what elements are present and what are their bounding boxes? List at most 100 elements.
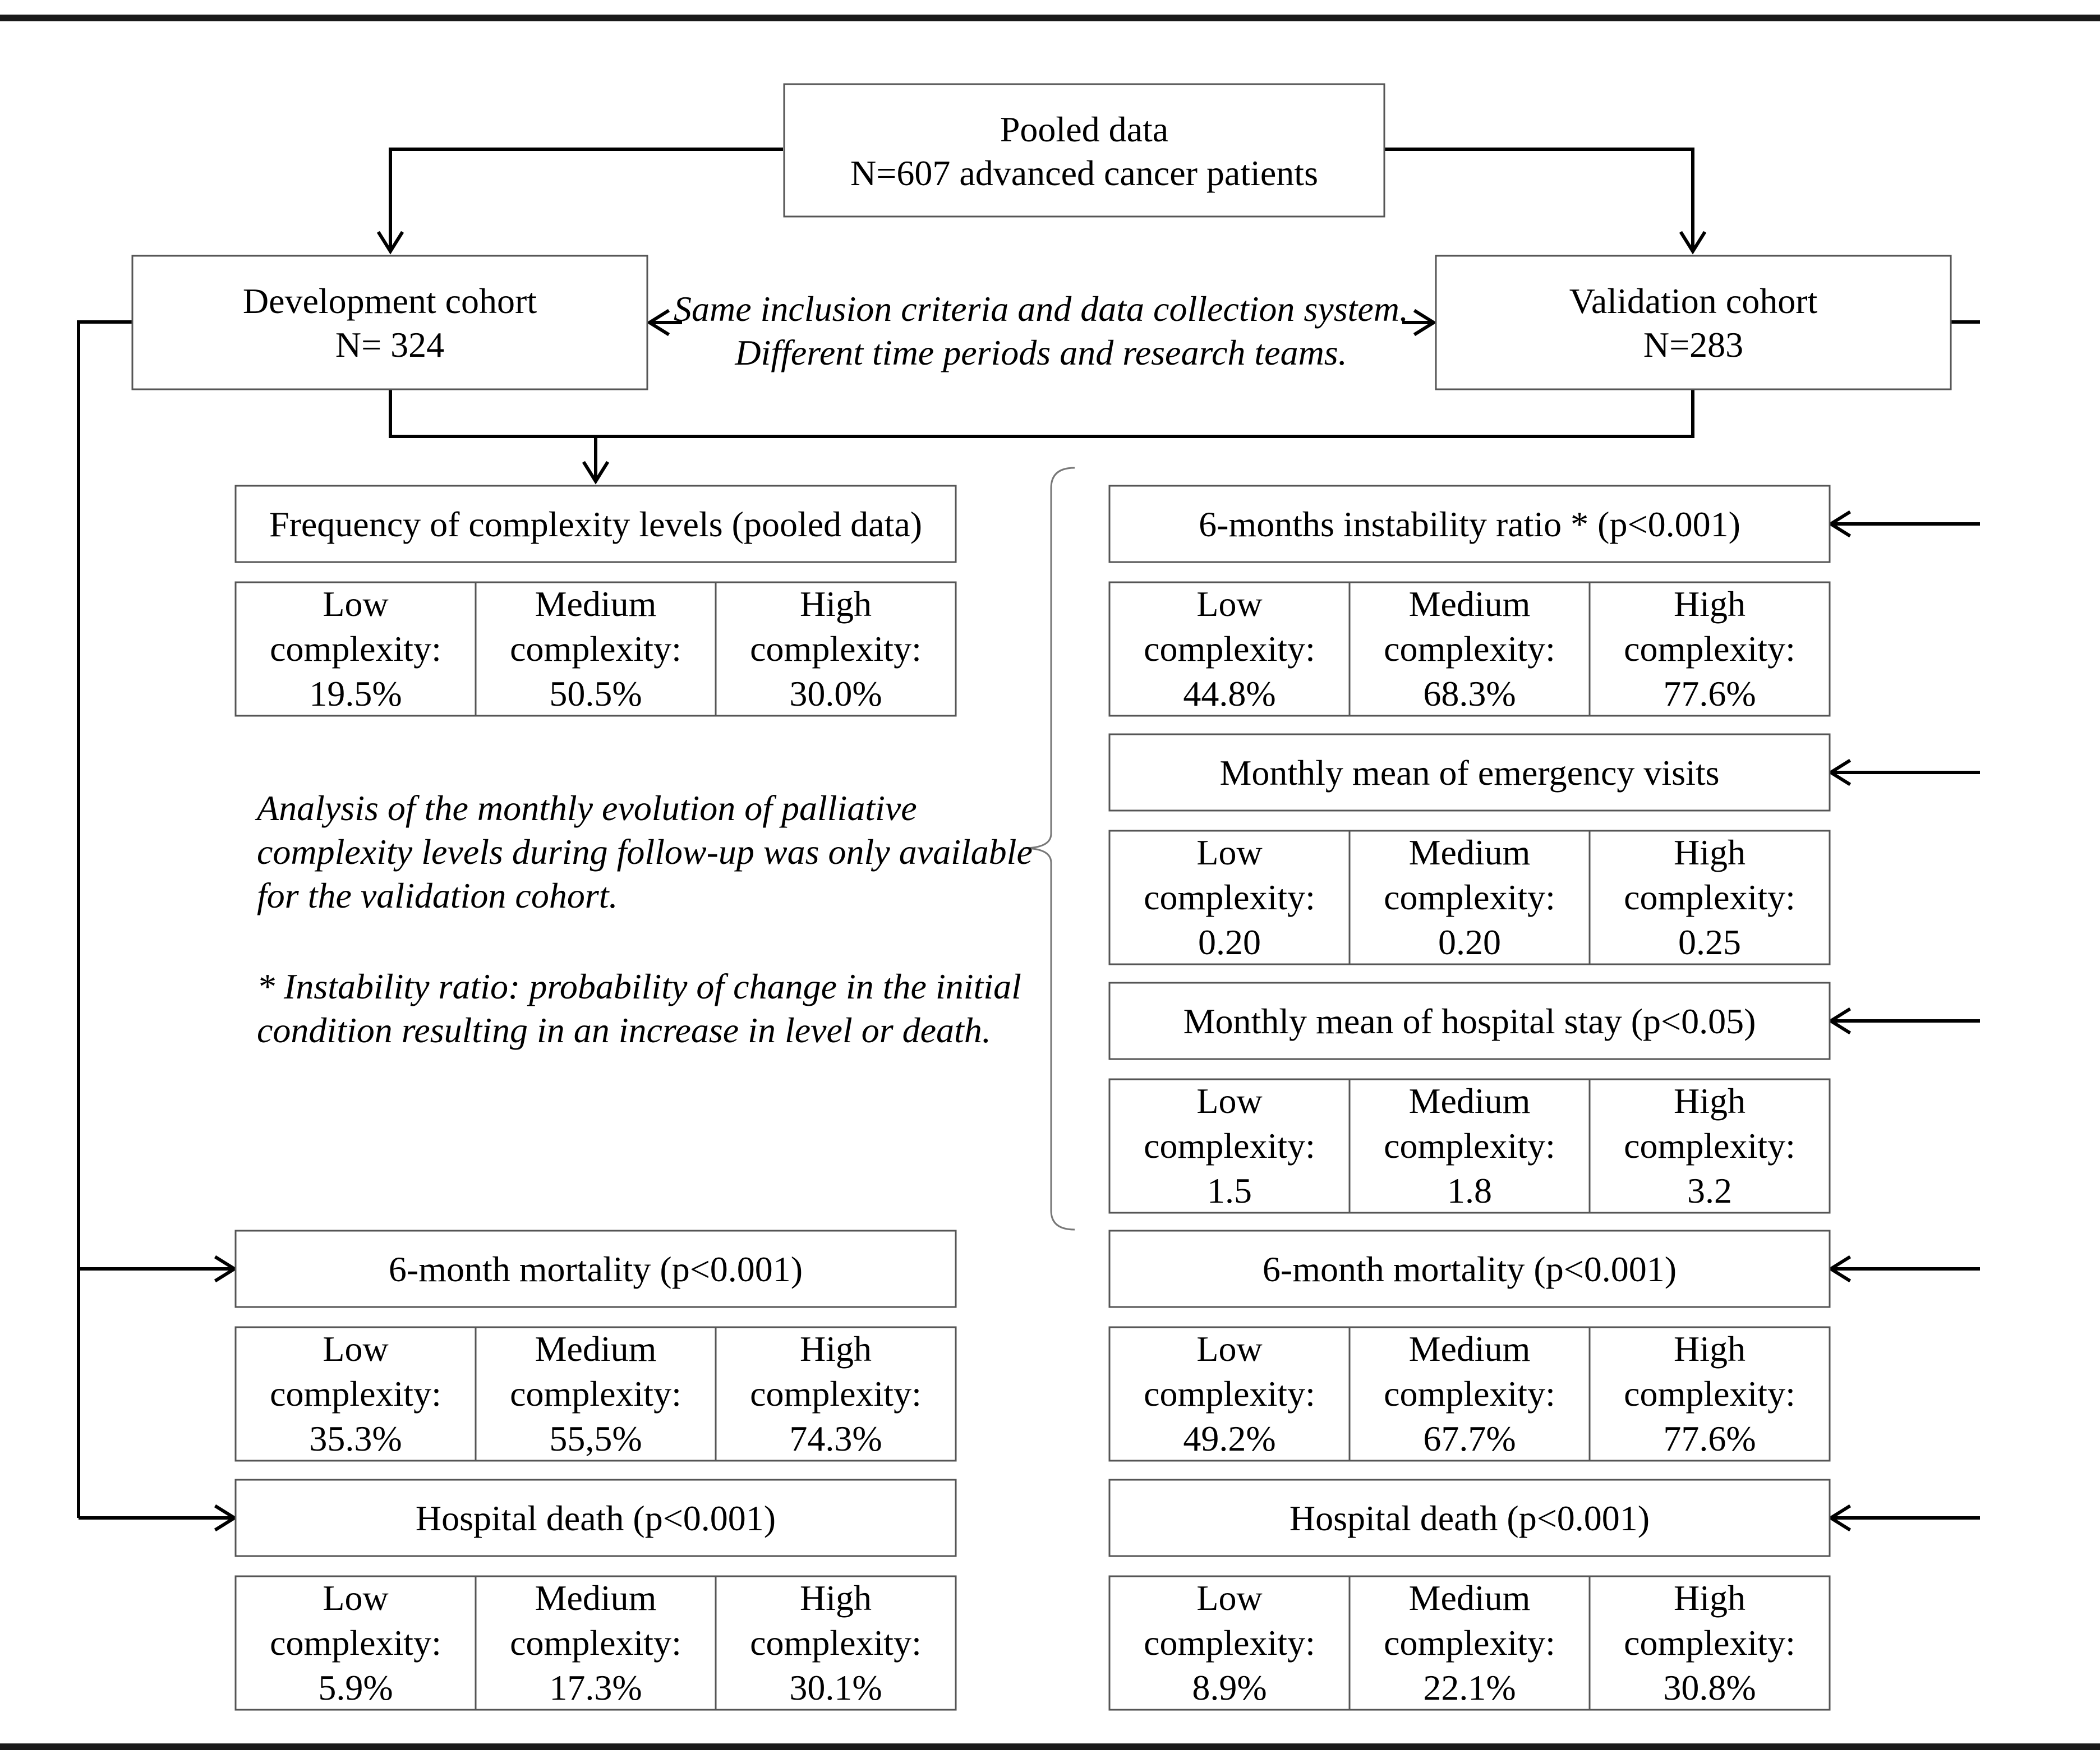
cell-level: High	[800, 1329, 872, 1369]
cell-level: High	[800, 1578, 872, 1618]
cell-value: 77.6%	[1663, 1419, 1756, 1458]
panel-title-box	[1108, 1479, 1831, 1557]
analysis-note-line-3: for the validation cohort.	[257, 876, 618, 915]
connectors	[77, 148, 1980, 1532]
cell-level: Medium	[1409, 1081, 1531, 1121]
right-incoming-arrows	[1827, 510, 1980, 1532]
cell-label: complexity:	[1624, 1623, 1795, 1663]
panel-title: Monthly mean of hospital stay (p<0.05)	[1183, 1001, 1756, 1041]
complexity-table	[234, 1326, 957, 1462]
cell-value: 3.2	[1687, 1171, 1732, 1211]
validation-panel-hospital-death-p-0-001: Hospital death (p<0.001) Lowcomplexity:8.…	[1108, 1479, 1831, 1711]
cell-value: 30.1%	[789, 1668, 882, 1708]
connector-cohorts-merge	[389, 389, 1694, 438]
validation-panel-monthly-mean-of-hospital-stay-p-0-05: Monthly mean of hospital stay (p<0.05) Lo…	[1108, 982, 1831, 1214]
cell-value: 68.3%	[1423, 674, 1516, 714]
cell-level: Medium	[1409, 1329, 1531, 1369]
cell-value: 55,5%	[549, 1419, 642, 1458]
table-cell-high-complexity: High complexity: 30.1%	[750, 1578, 922, 1708]
table-cell-medium-complexity: Medium complexity: 55,5%	[510, 1329, 681, 1458]
development-results: Frequency of complexity levels (pooled d…	[234, 485, 957, 1711]
cell-label: complexity:	[1384, 1374, 1555, 1414]
cell-value: 0.25	[1678, 922, 1741, 962]
validation-results: 6-months instability ratio * (p<0.001)Lo…	[1108, 485, 1831, 1711]
cohort-comparison-note: Same inclusion criteria and data collect…	[674, 289, 1408, 372]
cell-value: 50.5%	[549, 674, 642, 714]
cell-level: Low	[1196, 1081, 1262, 1121]
cell-label: complexity:	[1384, 1126, 1555, 1166]
cell-level: Low	[323, 1578, 388, 1618]
cell-level: Low	[1196, 832, 1262, 872]
validation-panel-monthly-mean-of-emergency-visits: Monthly mean of emergency visitsLowcompl…	[1108, 733, 1831, 965]
cell-level: High	[800, 584, 872, 624]
panel-title: Frequency of complexity levels (pooled d…	[269, 504, 922, 544]
analysis-note: Analysis of the monthly evolution of pal…	[255, 788, 1033, 915]
panel-title: Monthly mean of emergency visits	[1219, 753, 1719, 793]
cell-label: complexity:	[270, 1374, 441, 1414]
complexity-table	[1108, 1326, 1831, 1462]
cell-level: Medium	[535, 1329, 657, 1369]
panel-title: Hospital death (p<0.001)	[1290, 1498, 1650, 1538]
instability-footnote: * Instability ratio: probability of chan…	[257, 967, 1021, 1050]
cell-level: Medium	[1409, 584, 1531, 624]
panel-title-box	[1108, 733, 1831, 812]
cell-label: complexity:	[510, 1374, 681, 1414]
cell-label: complexity:	[1624, 1374, 1795, 1414]
cell-level: Low	[323, 584, 388, 624]
footnote-line-1: * Instability ratio: probability of chan…	[257, 967, 1021, 1006]
cell-label: complexity:	[1144, 629, 1315, 669]
cell-label: complexity:	[1384, 877, 1555, 917]
cell-value: 0.20	[1438, 922, 1501, 962]
cell-level: Low	[1196, 584, 1262, 624]
panel-title: Hospital death (p<0.001)	[416, 1498, 776, 1538]
arrowhead-development	[376, 231, 404, 255]
cell-label: complexity:	[1384, 629, 1555, 669]
panel-title-box	[1108, 1230, 1831, 1308]
brace	[1023, 467, 1075, 1231]
table-cell-medium-complexity: Medium complexity: 68.3%	[1384, 584, 1555, 714]
arrowhead-left-mortality	[214, 1255, 238, 1283]
arrowhead-left-hospital-death	[214, 1504, 238, 1532]
pooled-data-subtitle: N=607 advanced cancer patients	[850, 153, 1318, 193]
development-panel-hospital-death-p-0-001: Hospital death (p<0.001) Low complexity: 5.…	[234, 1479, 957, 1711]
development-cohort-title: Development cohort	[243, 281, 537, 321]
cell-value: 0.20	[1198, 922, 1261, 962]
cohort-note-line-1: Same inclusion criteria and data collect…	[674, 289, 1408, 329]
validation-cohort-title: Validation cohort	[1569, 281, 1818, 321]
pooled-data-title: Pooled data	[1000, 109, 1168, 149]
panel-title: 6-month mortality (p<0.001)	[389, 1249, 803, 1289]
cell-label: complexity:	[1624, 1126, 1795, 1166]
validation-panel-6-month-mortality-p-0-001: 6-month mortality (p<0.001) Lowcomplexity…	[1108, 1230, 1831, 1462]
arrowhead-note-left	[646, 309, 670, 337]
cell-label: complexity:	[750, 1623, 922, 1663]
arrowhead-validation	[1679, 231, 1707, 255]
development-panel-frequency-of-complexity-levels-pooled-data: Frequency of complexity levels (pooled d…	[234, 485, 957, 717]
panel-title: 6-month mortality (p<0.001)	[1263, 1249, 1677, 1289]
panel-title-box	[234, 1230, 957, 1308]
arrowhead-right-mortality	[1827, 1255, 1852, 1283]
cell-level: Low	[323, 1329, 388, 1369]
cell-label: complexity:	[510, 629, 681, 669]
analysis-note-line-2: complexity levels during follow-up was o…	[257, 832, 1033, 872]
complexity-table	[234, 1575, 957, 1711]
connector-pooled-to-development	[389, 148, 783, 251]
cell-value: 5.9%	[318, 1668, 393, 1708]
arrowhead-note-right	[1413, 309, 1437, 337]
cell-value: 44.8%	[1183, 674, 1275, 714]
development-cohort-box: Development cohort N= 324	[131, 255, 648, 390]
cell-level: High	[1674, 1081, 1746, 1121]
cell-value: 30.0%	[789, 674, 882, 714]
arrowhead-right-instability	[1827, 510, 1852, 538]
cell-value: 74.3%	[789, 1419, 882, 1458]
